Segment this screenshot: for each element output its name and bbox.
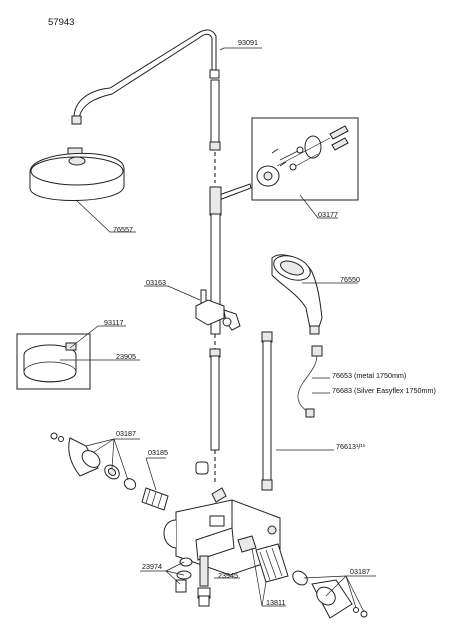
label-13811: 13811: [266, 598, 285, 607]
label-76683: 76683 (Silver Easyflex 1750mm): [332, 386, 436, 395]
shower-slider: [195, 289, 241, 331]
head-shower: [29, 147, 125, 201]
ring-detail: [16, 333, 91, 390]
label-76653: 76653 (metal 1750mm): [332, 371, 406, 380]
bracket-arm: [218, 183, 252, 201]
label-76557: 76557: [113, 225, 133, 234]
label-76550: 76550: [340, 275, 360, 284]
label-93117: 93117: [104, 318, 123, 327]
left-handle-parts: [50, 432, 169, 511]
label-23945: 23945: [218, 571, 238, 580]
label-23974: 23974: [142, 562, 162, 571]
label-03177: 03177: [318, 210, 338, 219]
label-03187-left: 03187: [116, 429, 136, 438]
label-03163: 03163: [146, 278, 166, 287]
label-76613: 76613¹/¹¹: [336, 442, 366, 451]
label-03185: 03185: [148, 448, 168, 457]
shower-arm: [71, 29, 220, 125]
bottom-outlet-parts: [175, 555, 211, 607]
diagram-title: 57943: [48, 17, 74, 28]
label-93091: 93091: [238, 38, 258, 47]
upper-rod: [209, 79, 221, 151]
label-03187-right: 03187: [350, 567, 370, 576]
lower-rod: [209, 348, 221, 451]
shower-hose: [297, 345, 323, 418]
leader-lines: [60, 47, 376, 613]
wall-bracket-detail: [251, 117, 359, 201]
hand-shower: [271, 254, 323, 335]
riser-pipe: [261, 331, 273, 491]
label-23905: 23905: [116, 352, 136, 361]
